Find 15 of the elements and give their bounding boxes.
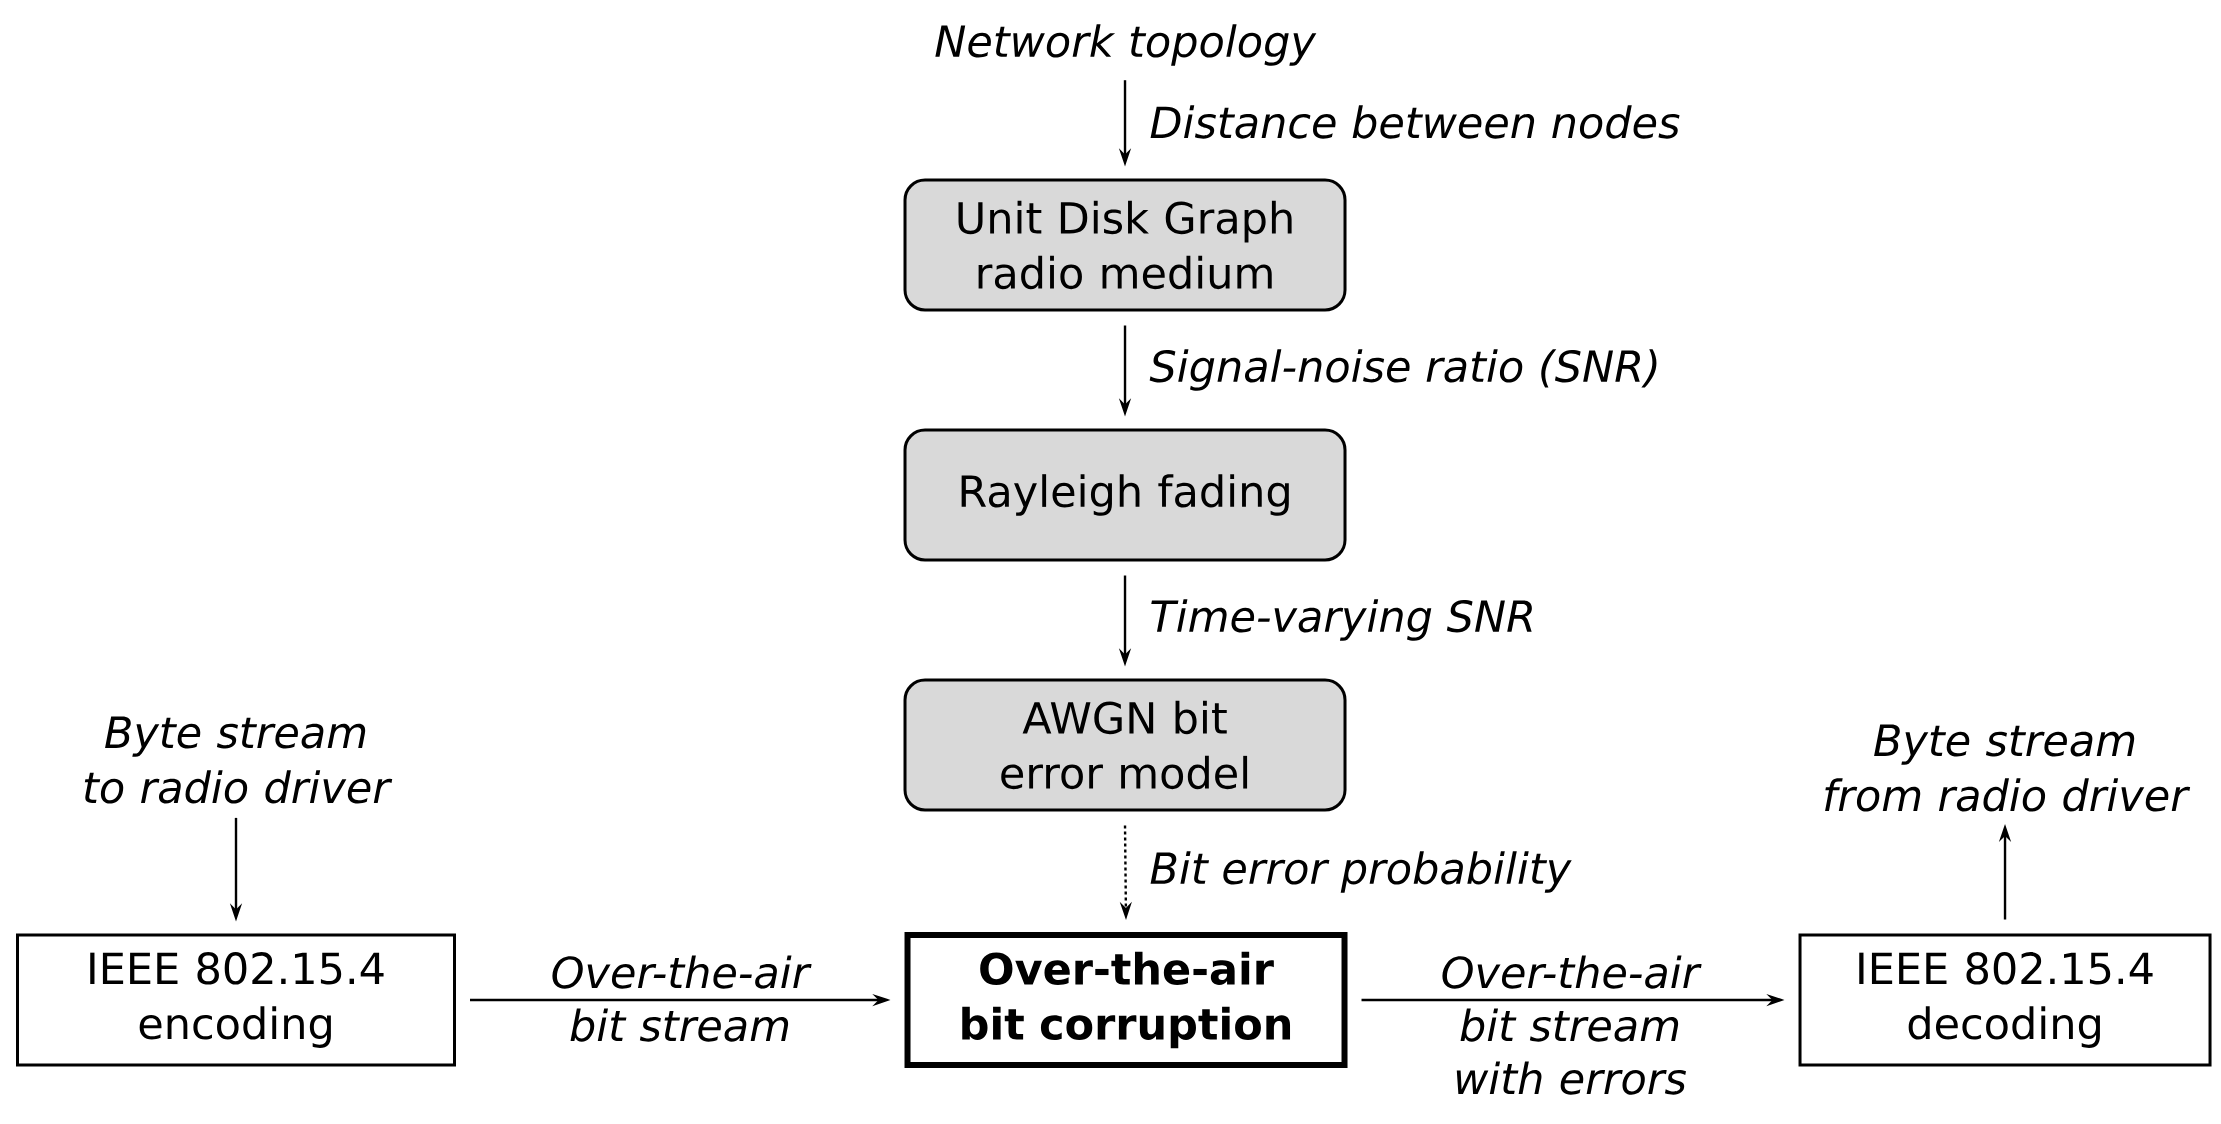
process-box: AWGN bit error model	[903, 678, 1347, 812]
edge-label: Over-the-air bit stream	[552, 955, 812, 1042]
input-label: Byte stream to radio driver	[84, 716, 393, 804]
edge-label: Distance between nodes	[1150, 105, 1680, 139]
process-box: Rayleigh fading	[903, 428, 1347, 562]
edge-label: Signal-noise ratio (SNR)	[1149, 349, 1657, 391]
edge-label: Bit error probability	[1150, 851, 1572, 893]
process-box: IEEE 802.15.4 encoding	[16, 933, 456, 1067]
edge-label: Over-the-air bit stream with errors	[1442, 955, 1702, 1095]
input-label: Network topology	[935, 24, 1317, 66]
edge-label: Time-varying SNR	[1151, 599, 1532, 641]
input-label: Byte stream from radio driver	[1825, 724, 2191, 812]
process-box: IEEE 802.15.4 decoding	[1798, 933, 2212, 1067]
process-box: Unit Disk Graph radio medium	[903, 178, 1347, 312]
process-box: Over-the-air bit corruption	[904, 932, 1348, 1068]
